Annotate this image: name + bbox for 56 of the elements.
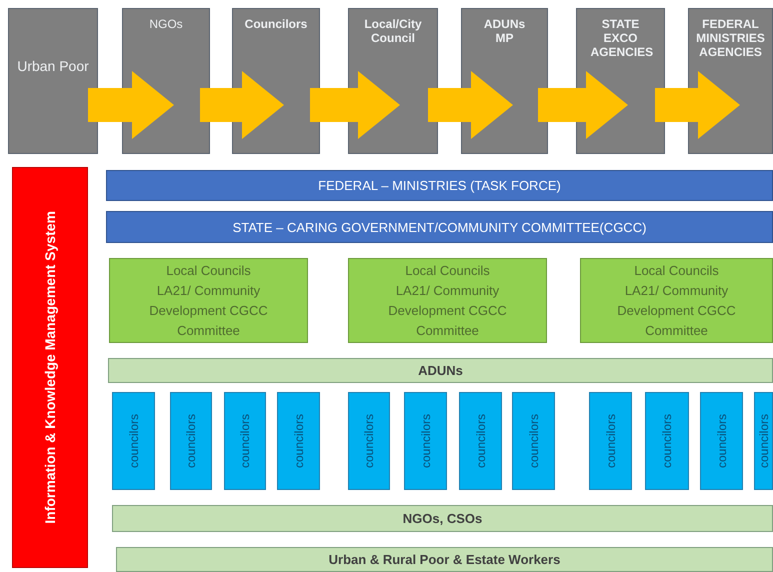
node-label: councilors [362, 414, 376, 468]
node-label: Local Councils LA21/ Community Development CGCC Committee [148, 262, 269, 340]
level-bar [108, 358, 773, 383]
councilor-box [700, 392, 743, 490]
node-label: Local Councils LA21/ Community Development CGCC Committee [616, 262, 737, 340]
node-label: councilors [756, 414, 770, 468]
node-label: STATE EXCO AGENCIES [590, 17, 654, 59]
council-box [580, 258, 773, 343]
node-label: councilors [526, 414, 540, 468]
block-arrow [88, 71, 174, 139]
councilor-box [404, 392, 447, 490]
node-label: councilors [184, 414, 198, 468]
node-label: Urban & Rural Poor & Estate Workers [328, 552, 560, 567]
node-label: Local/City Council [363, 17, 423, 45]
node-label: NGOs [148, 17, 184, 31]
node-label: FEDERAL MINISTRIES AGENCIES [695, 17, 766, 59]
level-bar [106, 170, 773, 201]
council-box [348, 258, 547, 343]
level-bar [116, 547, 773, 572]
councilor-box [512, 392, 555, 490]
node-label: councilors [292, 414, 306, 468]
node-label: FEDERAL – MINISTRIES (TASK FORCE) [318, 178, 561, 193]
node-label: Information & Knowledge Management System [42, 211, 58, 524]
councilor-box [348, 392, 390, 490]
block-arrow [538, 71, 628, 139]
councilor-box [645, 392, 689, 490]
node-label: NGOs, CSOs [402, 511, 482, 526]
node-label: councilors [474, 414, 488, 468]
node-label: Urban Poor [16, 56, 90, 76]
node-label: councilors [126, 414, 140, 468]
councilor-box [754, 392, 773, 490]
urban-poor-box [8, 8, 98, 154]
node-label: Councilors [244, 17, 308, 31]
side-bar [12, 167, 88, 568]
node-label: councilors [418, 414, 432, 468]
node-label: councilors [660, 414, 674, 468]
node-label: ADUNs MP [482, 17, 526, 45]
node-label: councilors [714, 414, 728, 468]
councilor-box [224, 392, 266, 490]
block-arrow [310, 71, 400, 139]
node-label: councilors [604, 414, 618, 468]
councilor-box [277, 392, 320, 490]
block-arrow [428, 71, 513, 139]
council-box [109, 258, 308, 343]
councilor-box [589, 392, 632, 490]
councilor-box [170, 392, 212, 490]
node-label: Local Councils LA21/ Community Development CGCC Committee [387, 262, 508, 340]
block-arrow [655, 71, 740, 139]
councilor-box [112, 392, 155, 490]
level-bar [106, 211, 773, 243]
level-bar [112, 505, 773, 532]
councilor-box [459, 392, 502, 490]
node-label: ADUNs [418, 363, 463, 378]
block-arrow [200, 71, 284, 139]
node-label: STATE – CARING GOVERNMENT/COMMUNITY COMMITTEE(CGCC) [232, 220, 646, 234]
node-label: councilors [238, 414, 252, 468]
